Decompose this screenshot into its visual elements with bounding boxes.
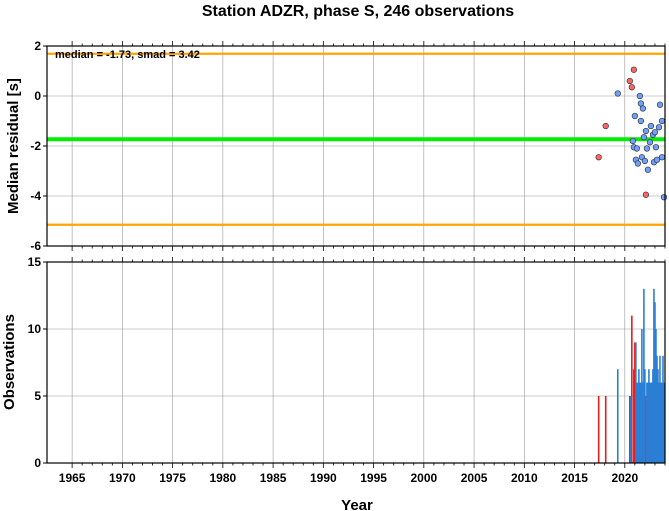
- observation-bar: [636, 382, 638, 463]
- observation-bar: [630, 396, 632, 463]
- data-point: [660, 194, 668, 201]
- observation-bar: [634, 342, 636, 463]
- observation-bar: [653, 288, 655, 463]
- x-tick-label: 2010: [511, 471, 538, 485]
- observation-bar: [646, 382, 648, 463]
- observation-bar: [642, 382, 644, 463]
- data-point: [631, 112, 638, 120]
- observation-bar: [651, 382, 653, 463]
- observation-bar: [637, 382, 639, 463]
- x-axis-label: Year: [341, 497, 373, 511]
- data-point: [658, 117, 666, 125]
- observation-bar: [662, 355, 664, 463]
- data-point: [640, 134, 647, 141]
- y-tick-label: -2: [30, 139, 41, 153]
- data-point: [639, 105, 646, 112]
- plot-frame: [46, 261, 666, 464]
- observation-bar: [597, 396, 600, 463]
- observation-bar: [643, 288, 645, 463]
- observation-bar: [631, 315, 633, 463]
- y-tick-label: 2: [34, 39, 41, 53]
- data-point: [646, 139, 654, 146]
- y-tick-label: -4: [30, 189, 41, 203]
- x-tick-label: 1980: [210, 471, 237, 485]
- plot-frame: [46, 45, 666, 247]
- observation-bar: [648, 369, 650, 463]
- observation-bar: [641, 329, 643, 463]
- observation-bar: [654, 302, 656, 463]
- data-point: [595, 154, 602, 161]
- observation-bar: [638, 369, 640, 463]
- observation-bar: [635, 342, 637, 463]
- top-y-axis-label: Median residual [s]: [5, 78, 22, 214]
- x-tick-label: 2020: [611, 471, 638, 485]
- data-point: [642, 191, 650, 198]
- y-tick-label: 0: [34, 456, 41, 470]
- x-tick-label: 1965: [59, 471, 86, 485]
- observation-bar: [647, 382, 649, 463]
- data-point: [628, 84, 635, 91]
- data-point: [653, 156, 661, 163]
- observation-bar: [616, 369, 619, 463]
- observation-bar: [663, 382, 665, 463]
- x-tick-label: 1985: [260, 471, 287, 485]
- data-point: [652, 144, 660, 151]
- y-tick-label: 10: [28, 322, 42, 336]
- data-point: [629, 137, 636, 145]
- data-point: [634, 160, 641, 167]
- data-point: [633, 145, 640, 152]
- observation-bar: [659, 355, 661, 463]
- observation-bar: [639, 382, 641, 463]
- data-point: [651, 129, 659, 136]
- data-point: [642, 127, 650, 135]
- y-tick-label: 0: [34, 89, 41, 103]
- observation-bar: [640, 382, 642, 463]
- x-tick-label: 2005: [461, 471, 488, 485]
- data-point: [655, 124, 663, 131]
- observation-bar: [644, 369, 646, 463]
- observation-bar: [629, 396, 631, 463]
- data-point: [630, 66, 637, 73]
- x-tick-label: 2015: [561, 471, 588, 485]
- observation-bar: [652, 369, 654, 463]
- data-point: [656, 101, 664, 108]
- x-tick-label: 1995: [360, 471, 387, 485]
- data-point: [626, 77, 633, 85]
- observation-bar: [656, 355, 658, 463]
- data-point: [643, 145, 651, 152]
- x-tick-label: 1975: [159, 471, 186, 485]
- y-tick-label: -6: [30, 239, 41, 253]
- observation-bar: [660, 382, 662, 463]
- data-point: [647, 122, 655, 130]
- observation-bar: [604, 396, 607, 463]
- data-point: [641, 157, 649, 165]
- observation-bar: [633, 369, 635, 463]
- observation-bar: [655, 329, 657, 463]
- observation-bar: [657, 369, 659, 463]
- x-tick-label: 1990: [310, 471, 337, 485]
- residual-panel: 2 0 -2 -4 -6 median = -1.73, smad = 3.42: [30, 39, 668, 253]
- observation-bar: [649, 382, 651, 463]
- x-tick-label: 1970: [109, 471, 136, 485]
- stats-annotation: median = -1.73, smad = 3.42: [55, 49, 200, 61]
- data-point: [637, 117, 644, 125]
- data-point: [602, 122, 609, 130]
- data-point: [658, 154, 666, 161]
- observations-panel: 0 5 10 15 1965 1970 1975 1980 1985 1990 1995 2000 20…: [28, 255, 666, 485]
- x-tick-label: 2000: [410, 471, 437, 485]
- data-point: [614, 90, 621, 97]
- chart-title: Station ADZR, phase S, 246 observations: [202, 3, 514, 20]
- observation-bar: [658, 382, 660, 463]
- y-tick-label: 15: [28, 255, 42, 269]
- observation-bar: [650, 382, 652, 463]
- bottom-y-axis-label: Observations: [1, 314, 18, 410]
- data-point: [644, 166, 652, 173]
- observation-bar: [661, 382, 663, 463]
- y-tick-label: 5: [34, 389, 41, 403]
- data-point: [636, 92, 643, 100]
- observation-bar: [645, 396, 647, 463]
